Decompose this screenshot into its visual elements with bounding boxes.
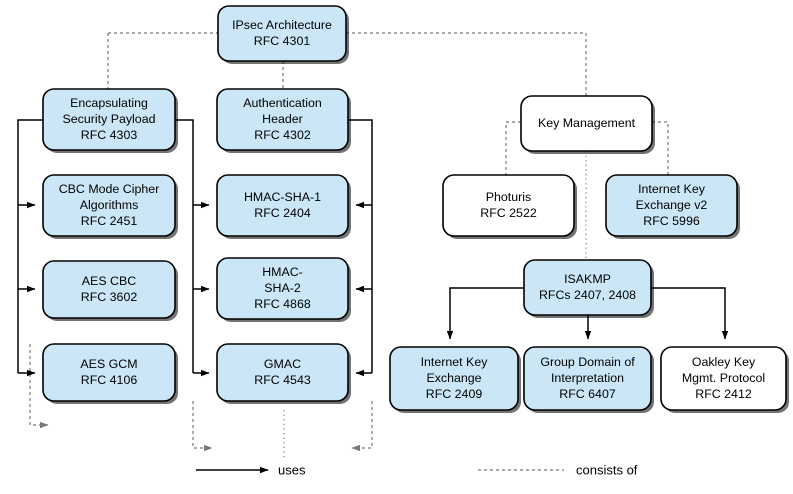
node-keymgmt[interactable]: Key Management [520,95,655,154]
legend: uses consists of [196,462,638,477]
node-label-hmac2-line2: SHA-2 [264,281,301,295]
node-rect-esp[interactable] [42,88,176,151]
node-label-cbc-line2: Algorithms [80,198,139,212]
node-label-gdoi-line3: RFC 6407 [559,387,616,401]
node-label-ike-line3: RFC 2409 [426,387,483,401]
node-rect-oakley[interactable] [660,346,787,411]
node-label-oakley-line2: Mgmt. Protocol [682,371,765,385]
node-rect-aesgcm[interactable] [42,343,176,402]
edge-esp-right-bus [175,119,194,373]
node-label-aesgcm-line1: AES GCM [80,357,137,371]
edge-keymgmt-to-photuris [505,121,521,175]
node-label-hmac1-line2: RFC 2404 [254,206,311,220]
node-label-ikev2-line3: RFC 5996 [643,214,700,228]
node-label-ah-line1: Authentication [243,96,322,110]
node-rect-gdoi[interactable] [523,346,652,411]
node-label-ike-line2: Exchange [426,371,481,385]
node-label-isakmp-line1: ISAKMP [564,272,611,286]
node-rect-cbc[interactable] [42,174,176,237]
node-label-aesgcm-line2: RFC 4106 [81,373,138,387]
node-aesgcm[interactable]: AES GCM RFC 4106 [42,343,178,404]
edge-ah-right-bus [348,119,373,373]
node-label-esp-line1: Encapsulating [70,96,148,110]
node-label-gmac-line1: GMAC [264,357,301,371]
legend-uses-label: uses [278,462,306,477]
node-label-ike-line1: Internet Key [421,355,489,369]
node-label-esp-line3: RFC 4303 [81,128,138,142]
node-label-gmac-line2: RFC 4543 [254,373,311,387]
edge-isakmp-to-ike [446,287,524,340]
node-label-isakmp-line2: RFCs 2407, 2408 [539,288,636,302]
node-label-ikev2-line1: Internet Key [638,182,706,196]
node-rect-gmac[interactable] [216,343,349,402]
node-rect-aescbc[interactable] [42,260,176,319]
node-label-keymgmt-line1: Key Management [538,116,636,130]
node-label-ah-line3: RFC 4302 [254,128,311,142]
node-label-ipsec-line2: RFC 4301 [254,34,311,48]
node-rect-isakmp[interactable] [523,259,652,316]
node-label-ah-line2: Header [262,112,303,126]
node-label-cbc-line1: CBC Mode Cipher [59,182,160,196]
node-isakmp[interactable]: ISAKMP RFCs 2407, 2408 [523,259,654,318]
node-gmac[interactable]: GMAC RFC 4543 [216,343,351,404]
node-rect-keymgmt[interactable] [520,95,653,152]
edge-ipsec-bus-right [346,32,587,96]
node-label-esp-line2: Security Payload [63,112,156,126]
node-rect-photuris[interactable] [442,174,575,237]
edge-ah-bus-consists-drop [351,401,373,452]
node-label-oakley-line3: RFC 2412 [695,387,752,401]
node-label-cbc-line3: RFC 2451 [81,214,138,228]
node-rect-ah[interactable] [216,88,349,151]
uses-edges [17,119,729,377]
node-label-gdoi-line1: Group Domain of [540,355,635,369]
node-label-ipsec-line1: IPsec Architecture [232,18,332,32]
node-rect-ikev2[interactable] [605,174,738,237]
node-label-ikev2-line2: Exchange v2 [636,198,708,212]
node-rect-ipsec[interactable] [217,5,347,62]
edge-esp-left-bus [17,119,43,373]
edge-isakmp-to-oakley [651,287,729,340]
node-label-hmac2-line3: RFC 4868 [254,297,311,311]
node-rect-ike[interactable] [389,346,519,411]
legend-consists-label: consists of [576,462,638,477]
node-aescbc[interactable]: AES CBC RFC 3602 [42,260,178,321]
node-label-gdoi-line2: Interpretation [551,371,624,385]
node-label-aescbc-line2: RFC 3602 [81,290,138,304]
node-rect-hmac2[interactable] [216,257,349,320]
node-label-hmac1-line1: HMAC-SHA-1 [244,190,321,204]
node-label-hmac2-line1: HMAC- [262,265,303,279]
node-label-photuris-line2: RFC 2522 [480,206,537,220]
node-label-oakley-line1: Oakley Key [692,355,756,369]
edge-esp-bus-consists-drop [192,401,213,452]
node-label-photuris-line1: Photuris [486,190,531,204]
node-rect-hmac1[interactable] [216,174,349,237]
node-label-aescbc-line1: AES CBC [82,274,136,288]
